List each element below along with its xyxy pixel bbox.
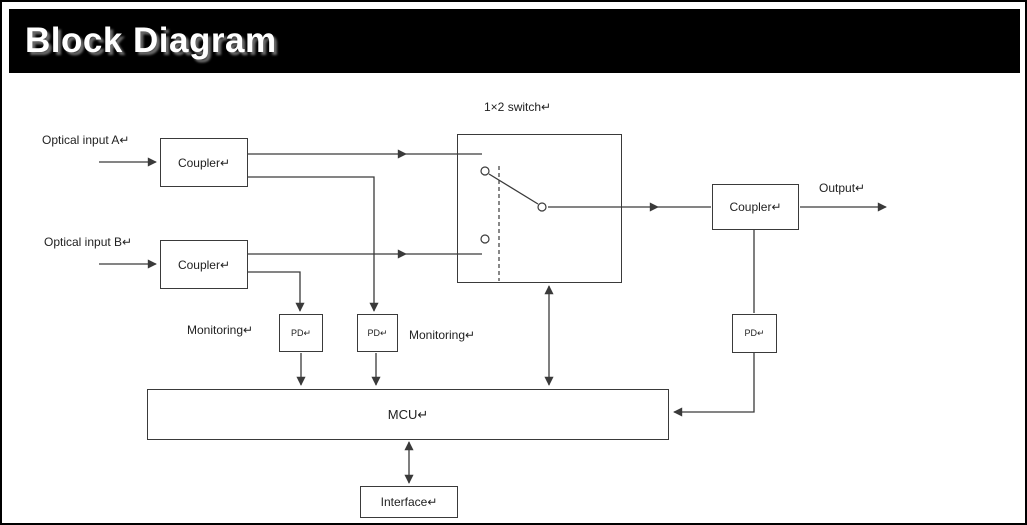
pd-right-box: PD↵ [732, 314, 777, 353]
pd-left-box: PD↵ [279, 314, 323, 352]
pd-mid-box: PD↵ [357, 314, 398, 352]
mcu-box: MCU↵ [147, 389, 669, 440]
wire-coupler-b-to-pd [248, 271, 305, 312]
switch-title-label: 1×2 switch↵ [484, 100, 552, 114]
optical-input-a-label: Optical input A↵ [42, 133, 130, 147]
title-bar: Block Diagram [9, 9, 1020, 73]
optical-input-b-label: Optical input B↵ [44, 235, 133, 249]
wire-coupler-a-to-pd [248, 176, 379, 312]
wire-pd-right-to-mcu [673, 353, 755, 417]
interface-box: Interface↵ [360, 486, 458, 518]
switch-box [457, 134, 622, 283]
coupler-b-box: Coupler↵ [160, 240, 248, 289]
monitoring-right-label: Monitoring↵ [409, 328, 476, 342]
output-label: Output↵ [819, 181, 866, 195]
page-title: Block Diagram [25, 21, 277, 60]
monitoring-left-label: Monitoring↵ [187, 323, 254, 337]
coupler-a-box: Coupler↵ [160, 138, 248, 187]
coupler-output-box: Coupler↵ [712, 184, 799, 230]
